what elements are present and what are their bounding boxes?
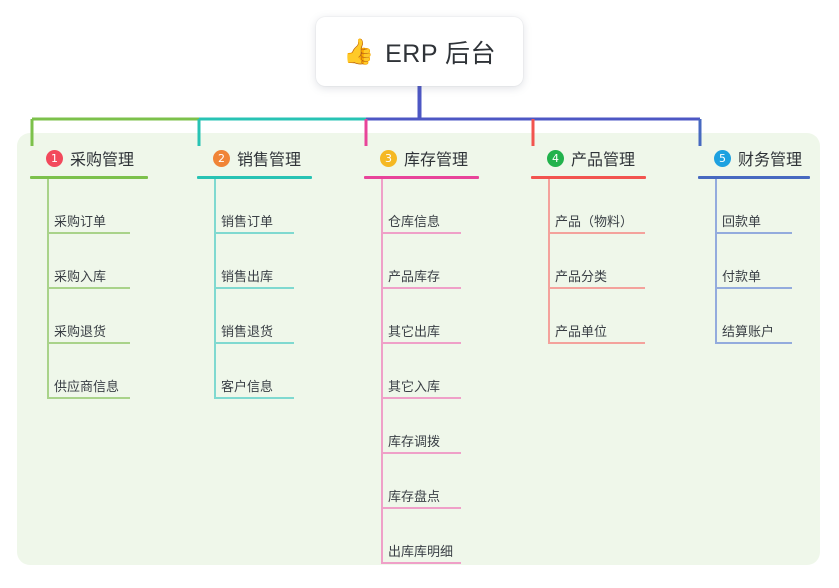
branch-items-4: 产品（物料） 产品分类产品单位 <box>531 179 646 344</box>
list-item-label: 付款单 <box>722 269 762 284</box>
branch-rule-4 <box>531 176 646 179</box>
list-item-label: 库存调拨 <box>388 434 441 449</box>
branch-items-3: 仓库信息产品库存其它出库其它入库库存调拨库存盘点出库库明细 <box>364 179 479 564</box>
list-item-label: 其它出库 <box>388 324 441 339</box>
list-item-label: 客户信息 <box>221 379 274 394</box>
list-item-label: 产品库存 <box>388 269 441 284</box>
list-item[interactable]: 销售订单 <box>197 179 312 234</box>
list-item[interactable]: 结算账户 <box>698 289 810 344</box>
branch-items-5: 回款单付款单结算账户 <box>698 179 810 344</box>
branch-title-3: 库存管理 <box>404 152 469 169</box>
branch-title-5: 财务管理 <box>738 152 803 169</box>
diagram-background-panel <box>17 133 820 565</box>
branch-header-4[interactable]: 4 产品管理 <box>531 146 646 170</box>
list-item-label: 产品单位 <box>555 324 608 339</box>
list-item[interactable]: 采购订单 <box>30 179 148 234</box>
list-item-rule <box>48 287 130 289</box>
list-item[interactable]: 付款单 <box>698 234 810 289</box>
list-item-rule <box>215 232 294 234</box>
list-item-rule <box>382 562 461 564</box>
branch-column-4: 4 产品管理产品（物料） 产品分类产品单位 <box>531 146 646 344</box>
list-item-rule <box>382 287 461 289</box>
branch-column-1: 1 采购管理采购订单采购入库采购退货供应商信息 <box>30 146 148 399</box>
list-item-rule <box>382 452 461 454</box>
branch-header-5[interactable]: 5 财务管理 <box>698 146 810 170</box>
list-item-rule <box>215 342 294 344</box>
list-item-label: 销售出库 <box>221 269 274 284</box>
branch-items-1: 采购订单采购入库采购退货供应商信息 <box>30 179 148 399</box>
root-node-title: ERP 后台 <box>385 39 497 68</box>
list-item-rule <box>382 232 461 234</box>
list-item-label: 出库库明细 <box>388 544 454 559</box>
branch-title-1: 采购管理 <box>70 152 135 169</box>
list-item[interactable]: 库存调拨 <box>364 399 479 454</box>
branch-items-2: 销售订单销售出库销售退货客户信息 <box>197 179 312 399</box>
list-item[interactable]: 产品（物料） <box>531 179 646 234</box>
list-item[interactable]: 销售退货 <box>197 289 312 344</box>
list-item-label: 其它入库 <box>388 379 441 394</box>
list-item-rule <box>716 342 792 344</box>
list-item[interactable]: 库存盘点 <box>364 454 479 509</box>
branch-column-3: 3 库存管理仓库信息产品库存其它出库其它入库库存调拨库存盘点出库库明细 <box>364 146 479 564</box>
list-item[interactable]: 出库库明细 <box>364 509 479 564</box>
list-item-rule <box>48 342 130 344</box>
list-item-label: 采购入库 <box>54 269 107 284</box>
list-item-label: 销售订单 <box>221 214 274 229</box>
list-item[interactable]: 产品库存 <box>364 234 479 289</box>
list-item-rule <box>215 287 294 289</box>
list-item-rule <box>549 232 645 234</box>
list-item[interactable]: 其它入库 <box>364 344 479 399</box>
list-item-label: 库存盘点 <box>388 489 441 504</box>
list-item[interactable]: 供应商信息 <box>30 344 148 399</box>
list-item-rule <box>48 232 130 234</box>
branch-badge-2: 2 <box>213 149 230 167</box>
list-item-rule <box>549 342 645 344</box>
list-item[interactable]: 仓库信息 <box>364 179 479 234</box>
branch-header-2[interactable]: 2 销售管理 <box>197 146 312 170</box>
list-item-label: 采购订单 <box>54 214 107 229</box>
list-item[interactable]: 客户信息 <box>197 344 312 399</box>
branch-header-3[interactable]: 3 库存管理 <box>364 146 479 170</box>
list-item-label: 销售退货 <box>221 324 274 339</box>
list-item-rule <box>382 507 461 509</box>
branch-header-1[interactable]: 1 采购管理 <box>30 146 148 170</box>
root-node[interactable]: 👍 ERP 后台 <box>316 17 523 86</box>
branch-column-2: 2 销售管理销售订单销售出库销售退货客户信息 <box>197 146 312 399</box>
branch-badge-3: 3 <box>380 149 397 167</box>
list-item-rule <box>382 342 461 344</box>
branch-badge-1: 1 <box>46 149 63 167</box>
list-item-label: 采购退货 <box>54 324 107 339</box>
list-item-rule <box>382 397 461 399</box>
branch-badge-5: 5 <box>714 149 731 167</box>
list-item-label: 供应商信息 <box>54 379 120 394</box>
list-item[interactable]: 采购入库 <box>30 234 148 289</box>
branch-badge-4: 4 <box>547 149 564 167</box>
list-item[interactable]: 销售出库 <box>197 234 312 289</box>
list-item[interactable]: 采购退货 <box>30 289 148 344</box>
branch-rule-2 <box>197 176 312 179</box>
list-item[interactable]: 产品分类 <box>531 234 646 289</box>
list-item-label: 回款单 <box>722 214 762 229</box>
list-item-label: 结算账户 <box>722 324 775 339</box>
branch-rule-5 <box>698 176 810 179</box>
list-item-rule <box>549 287 645 289</box>
list-item-label: 产品（物料） <box>555 214 634 229</box>
thumbs-up-icon: 👍 <box>342 37 375 66</box>
branch-title-2: 销售管理 <box>237 152 302 169</box>
list-item[interactable]: 产品单位 <box>531 289 646 344</box>
list-item-rule <box>716 287 792 289</box>
list-item[interactable]: 其它出库 <box>364 289 479 344</box>
branch-title-4: 产品管理 <box>571 152 636 169</box>
list-item-label: 仓库信息 <box>388 214 441 229</box>
list-item-rule <box>716 232 792 234</box>
list-item-label: 产品分类 <box>555 269 608 284</box>
list-item-rule <box>215 397 294 399</box>
branch-column-5: 5 财务管理回款单付款单结算账户 <box>698 146 810 344</box>
branch-rule-3 <box>364 176 479 179</box>
list-item-rule <box>48 397 130 399</box>
list-item[interactable]: 回款单 <box>698 179 810 234</box>
branch-rule-1 <box>30 176 148 179</box>
